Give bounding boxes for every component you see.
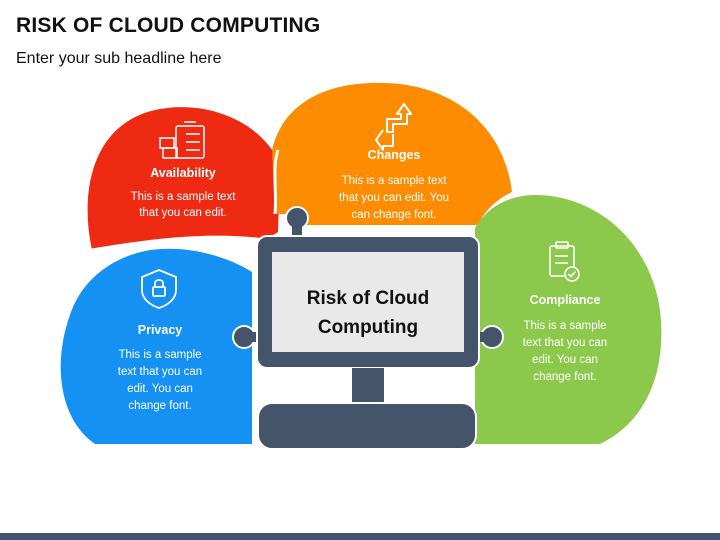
clipboard-check-icon bbox=[549, 241, 580, 282]
bottom-bar bbox=[0, 533, 720, 540]
center-title-line2: Computing bbox=[318, 317, 418, 338]
privacy-text-line4: change font. bbox=[128, 400, 191, 412]
availability-text-line2: that you can edit. bbox=[139, 207, 227, 219]
checklist-icon bbox=[159, 121, 205, 159]
privacy-segment bbox=[60, 248, 252, 444]
compliance-text-line1: This is a sample bbox=[523, 320, 606, 332]
shield-lock-icon bbox=[141, 269, 177, 309]
privacy-text-line1: This is a sample bbox=[118, 349, 201, 361]
monitor-screen bbox=[272, 252, 464, 352]
availability-text-line1: This is a sample text bbox=[131, 191, 237, 203]
availability-segment bbox=[87, 107, 280, 250]
privacy-text-line2: text that you can bbox=[118, 366, 202, 378]
page-subtitle: Enter your sub headline here bbox=[16, 50, 222, 67]
swap-arrows-icon bbox=[375, 103, 412, 151]
compliance-label: Compliance bbox=[530, 293, 601, 307]
monitor-icon bbox=[232, 206, 504, 450]
changes-text-line1: This is a sample text bbox=[342, 175, 448, 187]
compliance-text-line2: text that you can bbox=[523, 337, 607, 349]
changes-label: Changes bbox=[368, 148, 421, 162]
compliance-text-line3: edit. You can bbox=[532, 354, 598, 366]
center-title-line1: Risk of Cloud bbox=[307, 288, 429, 309]
privacy-label: Privacy bbox=[138, 323, 183, 337]
changes-text-line3: can change font. bbox=[351, 209, 436, 221]
privacy-text-line3: edit. You can bbox=[127, 383, 193, 395]
compliance-text-line4: change font. bbox=[533, 371, 596, 383]
changes-segment bbox=[272, 82, 512, 225]
compliance-segment bbox=[475, 195, 662, 444]
changes-text-line2: that you can edit. You bbox=[339, 192, 449, 204]
availability-label: Availability bbox=[150, 166, 216, 180]
page-title: RISK OF CLOUD COMPUTING bbox=[16, 14, 321, 37]
